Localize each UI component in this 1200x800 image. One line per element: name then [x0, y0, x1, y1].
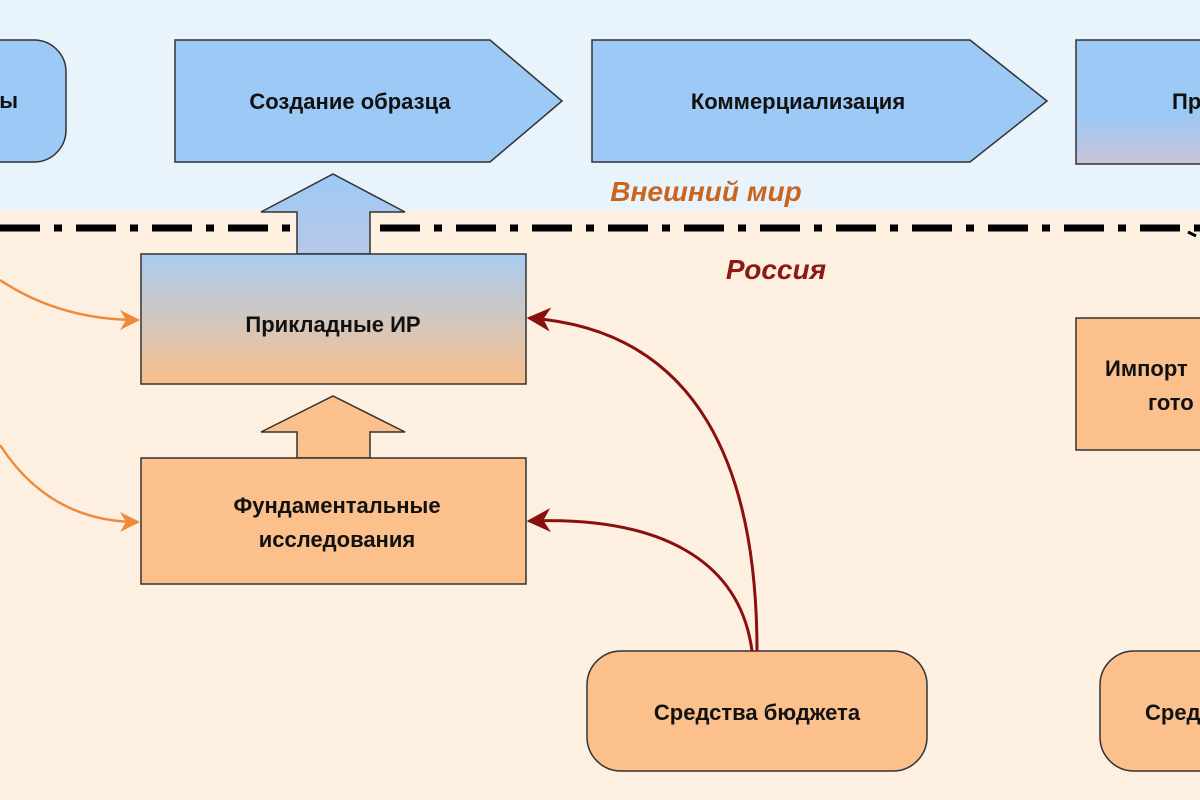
red-arrow-budget-to-applied [526, 307, 759, 652]
block-arrow-fundamental-to-applied [260, 395, 406, 459]
partial-left-rounded-box [0, 39, 67, 163]
partial-right-top-label: Пр [1172, 89, 1200, 114]
budget-funds-label: Средства бюджета [654, 700, 861, 725]
applied-rd-label: Прикладные ИР [245, 312, 420, 337]
russia-label: Россия [726, 254, 826, 285]
partial-left-box-label: ы [0, 88, 18, 113]
import-label-line2: гото [1148, 390, 1194, 415]
border-divider-tick [1187, 230, 1197, 238]
commercialization-label: Коммерциализация [691, 89, 905, 114]
partial-right-bottom-box [1099, 650, 1200, 772]
outer-world-label: Внешний мир [610, 176, 801, 207]
partial-right-bottom-label: Сред [1145, 700, 1200, 725]
fundamental-research-label-line2: исследования [259, 527, 415, 552]
orange-arrow-to-fundamental [0, 444, 140, 532]
block-arrow-applied-to-sample [260, 173, 406, 255]
applied-rd-box [140, 253, 527, 385]
sample-creation-chevron [174, 39, 564, 163]
orange-arrow-to-applied [0, 278, 140, 330]
import-label-line1: Импорт [1105, 356, 1188, 381]
import-box [1075, 317, 1200, 451]
fundamental-research-box [140, 457, 527, 585]
fundamental-research-label-line1: Фундаментальные [233, 493, 440, 518]
commercialization-chevron [591, 39, 1049, 163]
sample-creation-label: Создание образца [249, 89, 451, 114]
red-arrow-budget-to-fundamental [526, 508, 754, 652]
partial-right-top-box [1075, 39, 1200, 165]
